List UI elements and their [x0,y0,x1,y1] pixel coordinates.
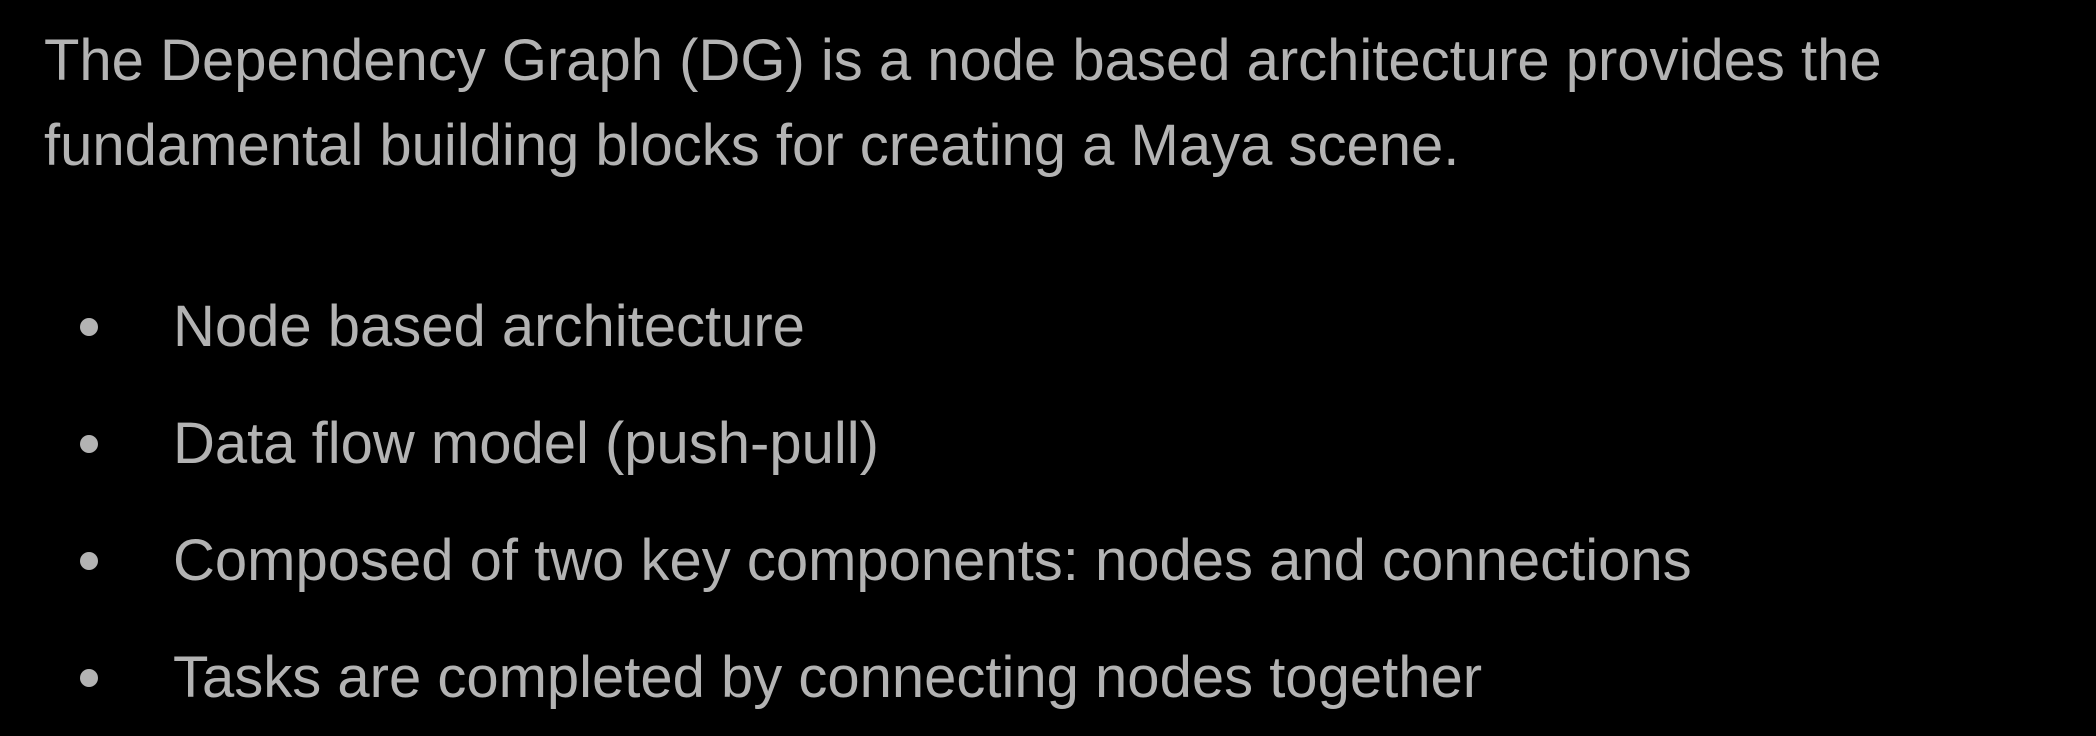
bullet-dot-icon [80,551,98,570]
bullet-dot-icon [80,317,98,336]
bullet-item-node-based: Node based architecture [0,268,2096,385]
bullet-item-components: Composed of two key components: nodes an… [0,502,2096,619]
bullet-item-data-flow: Data flow model (push-pull) [0,385,2096,502]
intro-line-1: The Dependency Graph (DG) is a node base… [44,28,1882,93]
bullet-list: Node based architecture Data flow model … [0,268,2096,736]
bullet-dot-icon [80,434,98,453]
intro-line-2: fundamental building blocks for creating… [44,113,1460,178]
bullet-text: Composed of two key components: nodes an… [173,528,1692,593]
bullet-text: Tasks are completed by connecting nodes … [173,645,1483,710]
bullet-text: Data flow model (push-pull) [173,411,879,476]
bullet-dot-icon [80,668,98,687]
intro-paragraph: The Dependency Graph (DG) is a node base… [44,18,2084,188]
bullet-text: Node based architecture [173,294,805,359]
bullet-item-tasks: Tasks are completed by connecting nodes … [0,619,2096,736]
